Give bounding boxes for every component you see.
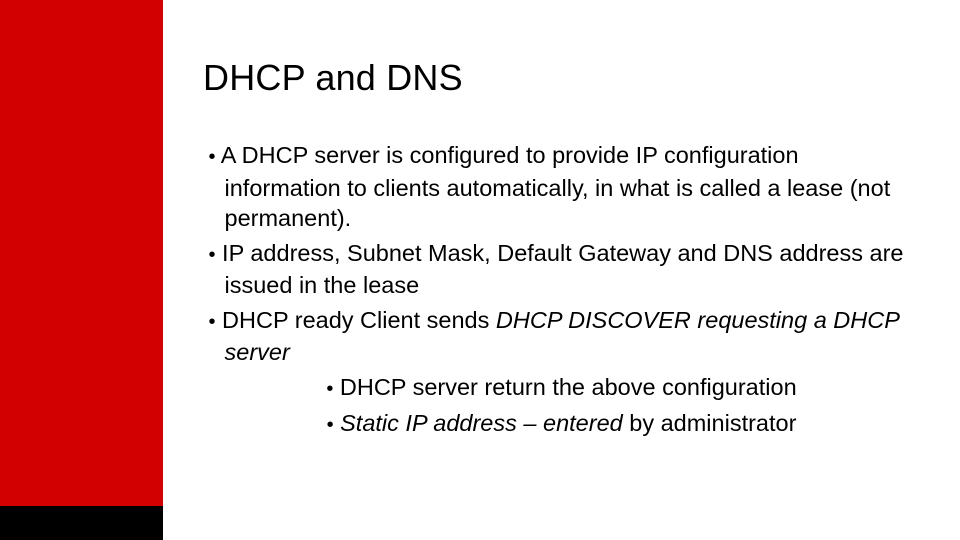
list-item-text: IP address, Subnet Mask, Default Gateway… [222, 239, 904, 299]
list-item-content: • IP address, Subnet Mask, Default Gatew… [209, 238, 915, 301]
list-item-text: Static IP address – entered [340, 410, 623, 436]
list-item: • IP address, Subnet Mask, Default Gatew… [163, 238, 960, 301]
bottom-left-footer-band [0, 506, 163, 540]
list-item: • Static IP address – entered by adminis… [163, 408, 960, 441]
left-accent-band [0, 0, 163, 506]
bullet-list: • A DHCP server is configured to provide… [163, 140, 960, 445]
list-item: • DHCP ready Client sends DHCP DISCOVER … [163, 305, 960, 368]
bullet-marker-icon: • [326, 414, 334, 436]
bullet-marker-icon: • [208, 243, 216, 266]
list-item-content: • Static IP address – entered by adminis… [327, 408, 797, 441]
list-item-content: • DHCP ready Client sends DHCP DISCOVER … [209, 305, 915, 368]
list-item-text: by administrator [622, 410, 797, 436]
list-item-text: DHCP server return the above configurati… [339, 373, 797, 400]
list-item: • A DHCP server is configured to provide… [163, 140, 960, 234]
bullet-marker-icon: • [326, 377, 334, 400]
list-item-content: • A DHCP server is configured to provide… [209, 140, 915, 234]
bullet-marker-icon: • [208, 146, 216, 168]
bullet-marker-icon: • [208, 310, 216, 333]
page-title: DHCP and DNS [203, 57, 463, 98]
list-item: • DHCP server return the above configura… [163, 372, 960, 405]
list-item-text: DHCP ready Client sends [222, 306, 496, 333]
list-item-content: • DHCP server return the above configura… [326, 372, 796, 405]
list-item-text: DHCP DISCOVER requesting a DHCP server [224, 306, 900, 366]
list-item-text: A DHCP server is configured to provide I… [220, 142, 891, 231]
slide-content-area: DHCP and DNS • A DHCP server is configur… [163, 0, 960, 540]
